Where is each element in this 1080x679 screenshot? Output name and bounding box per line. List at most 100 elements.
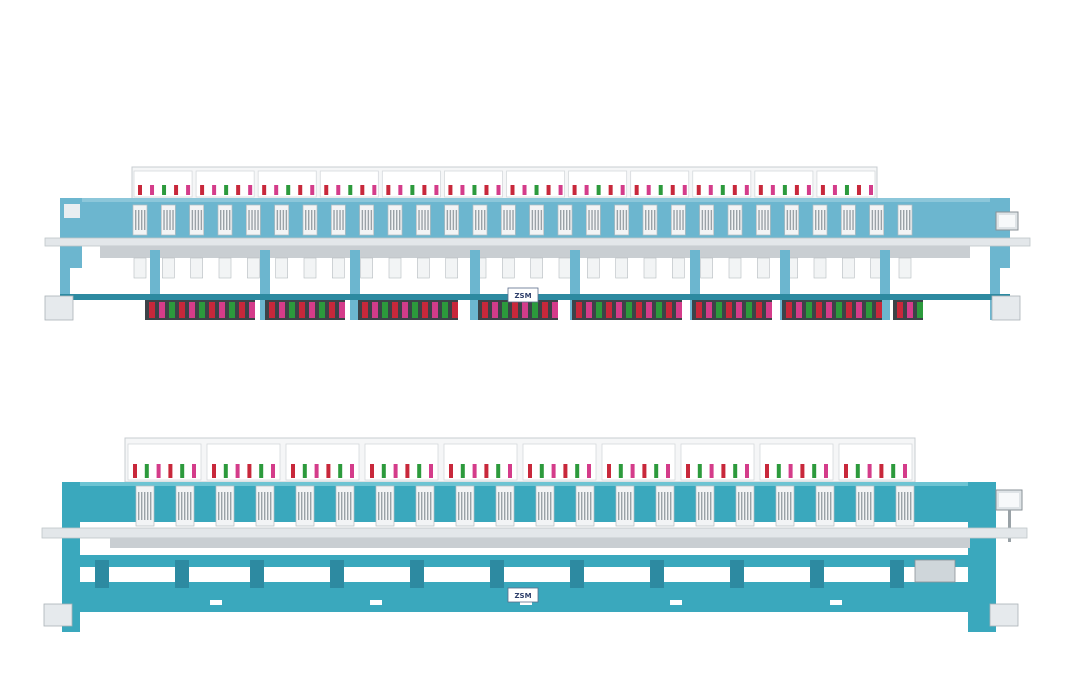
bottom-spool [756, 302, 762, 318]
needle-bar [135, 210, 137, 230]
bottom-spool [329, 302, 335, 318]
needle-bar [907, 492, 909, 520]
thread-spool [133, 464, 137, 478]
needle-bar [421, 210, 423, 230]
rack-section [444, 170, 503, 198]
needle-bar [818, 492, 820, 520]
needle-bar [424, 210, 426, 230]
needle-bar [498, 492, 500, 520]
lower-head [728, 257, 742, 279]
needle-bar [467, 492, 469, 520]
right-foot [991, 295, 1021, 321]
needle-bar [701, 492, 703, 520]
base-leg [650, 560, 664, 588]
sewing-head [614, 204, 630, 236]
needle-bar [452, 210, 455, 230]
sewing-head [727, 204, 743, 236]
needle-bar [824, 210, 826, 230]
thread-spool [360, 185, 365, 195]
thread-spool [224, 185, 229, 195]
needle-bar [181, 492, 183, 520]
needle-bar [227, 492, 229, 520]
thread-spool [168, 464, 173, 478]
needle-bar [257, 210, 259, 230]
needle-bar [384, 492, 386, 520]
thread-spool [510, 185, 515, 195]
needle-bar [470, 492, 472, 520]
needle-bar [223, 210, 225, 230]
rack-section [759, 443, 834, 481]
base-leg [470, 250, 480, 320]
sewing-head [472, 204, 488, 236]
needle-bar [789, 210, 792, 230]
bottom-spool [907, 302, 913, 318]
bottom-spool [522, 302, 528, 318]
thread-spool [370, 464, 374, 478]
sewing-head [869, 204, 885, 236]
needle-bar [421, 492, 423, 520]
needle-bar [619, 210, 622, 230]
pantograph-rail [100, 246, 970, 258]
bottom-spool [199, 302, 205, 318]
thread-spool [903, 464, 907, 478]
thread-spool [271, 464, 275, 478]
thread-spool [472, 464, 477, 478]
thread-spool [460, 185, 465, 195]
needle-bar [458, 492, 460, 520]
thread-spool [449, 464, 453, 478]
needle-bar [307, 492, 309, 520]
needle-bar [218, 492, 220, 520]
bottom-spool [897, 302, 903, 318]
lower-head [247, 257, 260, 279]
needle-bar [877, 210, 880, 230]
base-plate [830, 600, 842, 605]
base-leg [570, 250, 580, 320]
bottom-spool [392, 302, 398, 318]
thread-spool [546, 185, 551, 195]
screen-arm [1008, 510, 1011, 542]
thread-spool [765, 464, 769, 478]
thread-spool [658, 185, 663, 195]
thread-spool [247, 464, 252, 478]
bottom-spool [239, 302, 245, 318]
needle-bar [350, 492, 352, 520]
needle-bar [679, 210, 681, 230]
thread-spool [558, 185, 563, 195]
thread-spool [620, 185, 625, 195]
needle-bar [484, 210, 486, 230]
thread-spool [630, 464, 635, 478]
lower-head [757, 257, 770, 279]
thread-spool [844, 185, 849, 195]
needle-bar [364, 210, 367, 230]
bottom-spool [656, 302, 662, 318]
bottom-embroidery-machine: ZSM [41, 437, 1028, 632]
thread-spool [744, 185, 749, 195]
lower-head [615, 257, 628, 279]
bottom-spool [796, 302, 802, 318]
bottom-spool [339, 302, 345, 318]
needle-bar [667, 492, 669, 520]
needle-bar [651, 210, 653, 230]
needle-bar [424, 492, 426, 520]
sewing-head [132, 204, 148, 236]
bottom-spool [836, 302, 842, 318]
bottom-spool [482, 302, 488, 318]
thread-spool [800, 464, 805, 478]
thread-spool [733, 464, 738, 478]
bottom-spool [646, 302, 652, 318]
needle-bar [764, 210, 766, 230]
bottom-spool [319, 302, 325, 318]
needle-bar [673, 210, 675, 230]
needle-bar [581, 492, 583, 520]
needle-bar [361, 210, 364, 230]
needle-bar [230, 492, 232, 520]
needle-bar [588, 210, 590, 230]
needle-bar [311, 210, 313, 230]
needle-bar [544, 492, 546, 520]
thread-spool [150, 185, 155, 195]
thread-spool [575, 464, 580, 478]
work-table [44, 237, 1031, 247]
needle-bar [449, 210, 452, 230]
thread-spool [236, 185, 241, 195]
thread-spool [607, 464, 611, 478]
